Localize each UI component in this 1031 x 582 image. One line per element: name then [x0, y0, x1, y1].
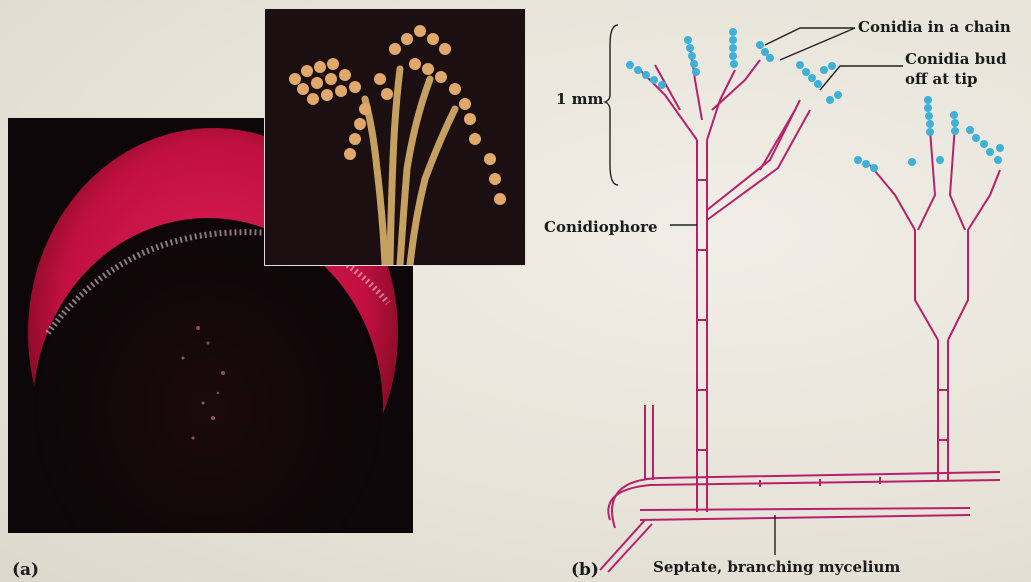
panel-label-b: (b)	[571, 560, 599, 580]
conidia-chain-label: Conidia in a chain	[858, 18, 1011, 36]
mycelium-hyphae	[600, 45, 1000, 572]
panel-label-a: (a)	[12, 560, 39, 580]
conidiophore-label: Conidiophore	[544, 218, 658, 236]
conidia-bud-label-line2: off at tip	[905, 70, 978, 88]
scale-label: 1 mm	[556, 90, 603, 108]
conidia-bud-label-line1: Conidia bud	[905, 50, 1007, 68]
mycelium-label: Septate, branching mycelium	[653, 558, 900, 576]
septa	[697, 180, 948, 487]
